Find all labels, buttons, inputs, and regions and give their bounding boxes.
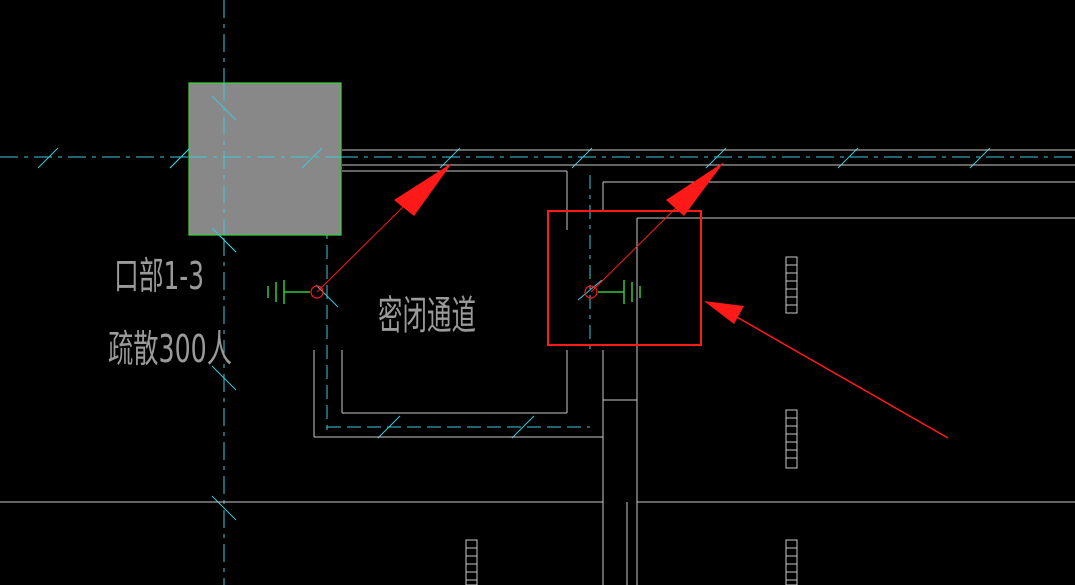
axis-tick <box>37 147 59 169</box>
axis-tick <box>211 495 237 521</box>
ladder-symbol <box>785 256 798 314</box>
axis-tick <box>169 147 191 169</box>
axis-tick <box>211 227 237 253</box>
wall-lines <box>0 149 1075 585</box>
ladder-symbol <box>785 409 798 469</box>
axis-tick <box>511 415 535 439</box>
ladder-symbol <box>785 539 798 585</box>
axis-tick <box>211 95 237 121</box>
annotation-arrow-left <box>316 163 452 293</box>
pipe-symbol-left[interactable] <box>267 280 310 304</box>
structural-column[interactable] <box>188 82 342 236</box>
highlight-box[interactable] <box>547 210 702 346</box>
pipe-circle-icon[interactable] <box>310 285 324 299</box>
axis-tick <box>301 147 323 169</box>
ladder-symbol <box>465 539 478 585</box>
annotation-arrow-pointer <box>704 301 949 439</box>
axis-tick <box>211 365 237 391</box>
pipe-symbol-right[interactable] <box>598 280 641 304</box>
annotation-arrow-right <box>590 162 724 293</box>
axis-tick <box>377 415 401 439</box>
room-id-label: 口部1-3 <box>114 254 204 298</box>
ladder-symbols <box>465 256 798 585</box>
evacuation-label: 疏散300人 <box>108 327 232 371</box>
corridor-label: 密闭通道 <box>378 293 476 339</box>
axis-tick <box>577 279 603 301</box>
pipe-circle-icon[interactable] <box>584 285 598 299</box>
